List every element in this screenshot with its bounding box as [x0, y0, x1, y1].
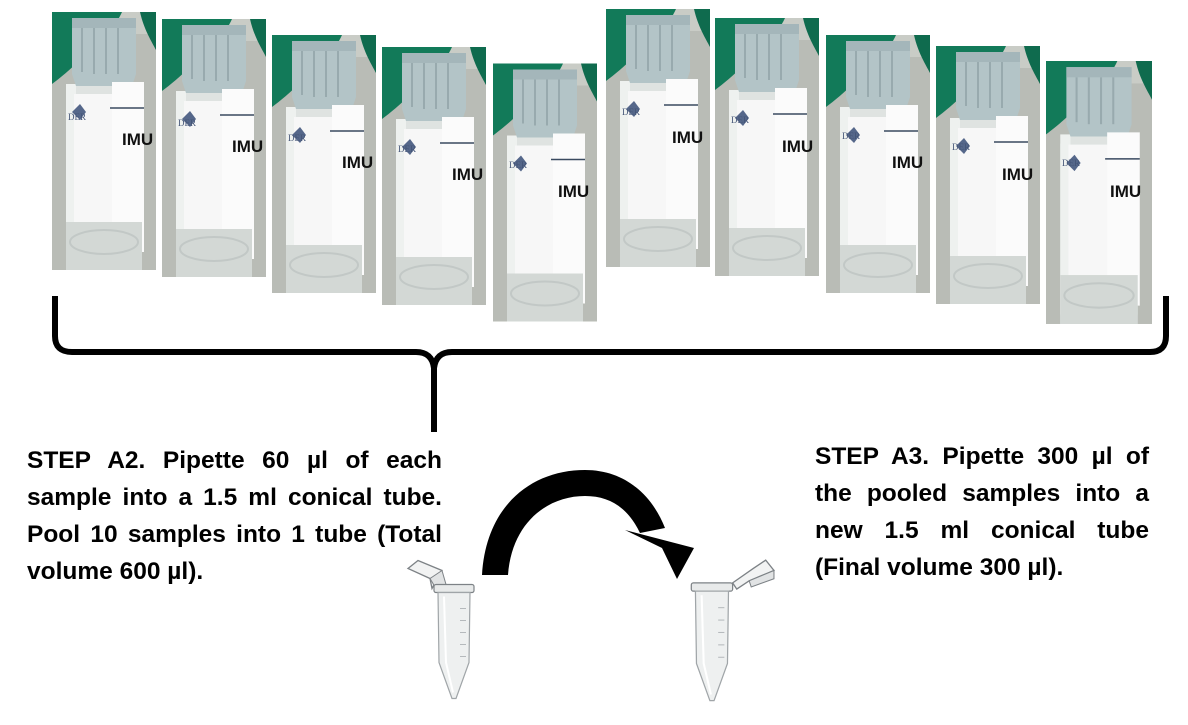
vial-photo-9: IMU DER [936, 44, 1040, 306]
vial-photo-5: IMU DER [493, 62, 597, 323]
vial-label: IMU [558, 182, 589, 201]
curved-arrow-icon [482, 470, 694, 579]
step-a2-text: STEP A2. Pipette 60 µl of each sample in… [27, 447, 442, 585]
vial-brand: DER [398, 144, 416, 154]
vial-brand: DER [178, 118, 196, 128]
vial-label: IMU [892, 153, 923, 172]
vial-photo-10: IMU DER [1046, 60, 1152, 325]
vial-label: IMU [1002, 165, 1033, 184]
vial-label: IMU [782, 137, 813, 156]
vial-brand: DER [952, 142, 970, 152]
vial-photo-6: IMU DER [606, 7, 710, 269]
vial-brand: DER [731, 115, 749, 125]
vial-label: IMU [1110, 182, 1141, 201]
vial-photo-7: IMU DER [715, 16, 819, 278]
vial-photo-2: IMU DER [162, 17, 266, 279]
vial-photo-3: IMU DER [272, 33, 376, 295]
vial-brand: DER [288, 133, 306, 143]
microcentrifuge-tube-icon-right [690, 558, 776, 702]
vial-photo-1: IMU DER [52, 12, 156, 270]
vial-brand: DER [1062, 158, 1080, 168]
vial-photo-4: IMU DER [382, 45, 486, 307]
vial-brand: DER [509, 160, 527, 170]
vial-label: IMU [342, 153, 373, 172]
vial-label: IMU [232, 137, 263, 156]
vial-brand: DER [842, 131, 860, 141]
vial-label: IMU [452, 165, 483, 184]
vial-brand: DER [622, 107, 640, 117]
curly-brace-icon [52, 296, 1169, 432]
vial-label: IMU [672, 128, 703, 147]
step-a3-text: STEP A3. Pipette 300 µl of the pooled sa… [815, 443, 1149, 581]
vial-photo-8: IMU DER [826, 33, 930, 295]
vial-brand: DER [68, 112, 86, 122]
vial-label: IMU [122, 130, 153, 149]
